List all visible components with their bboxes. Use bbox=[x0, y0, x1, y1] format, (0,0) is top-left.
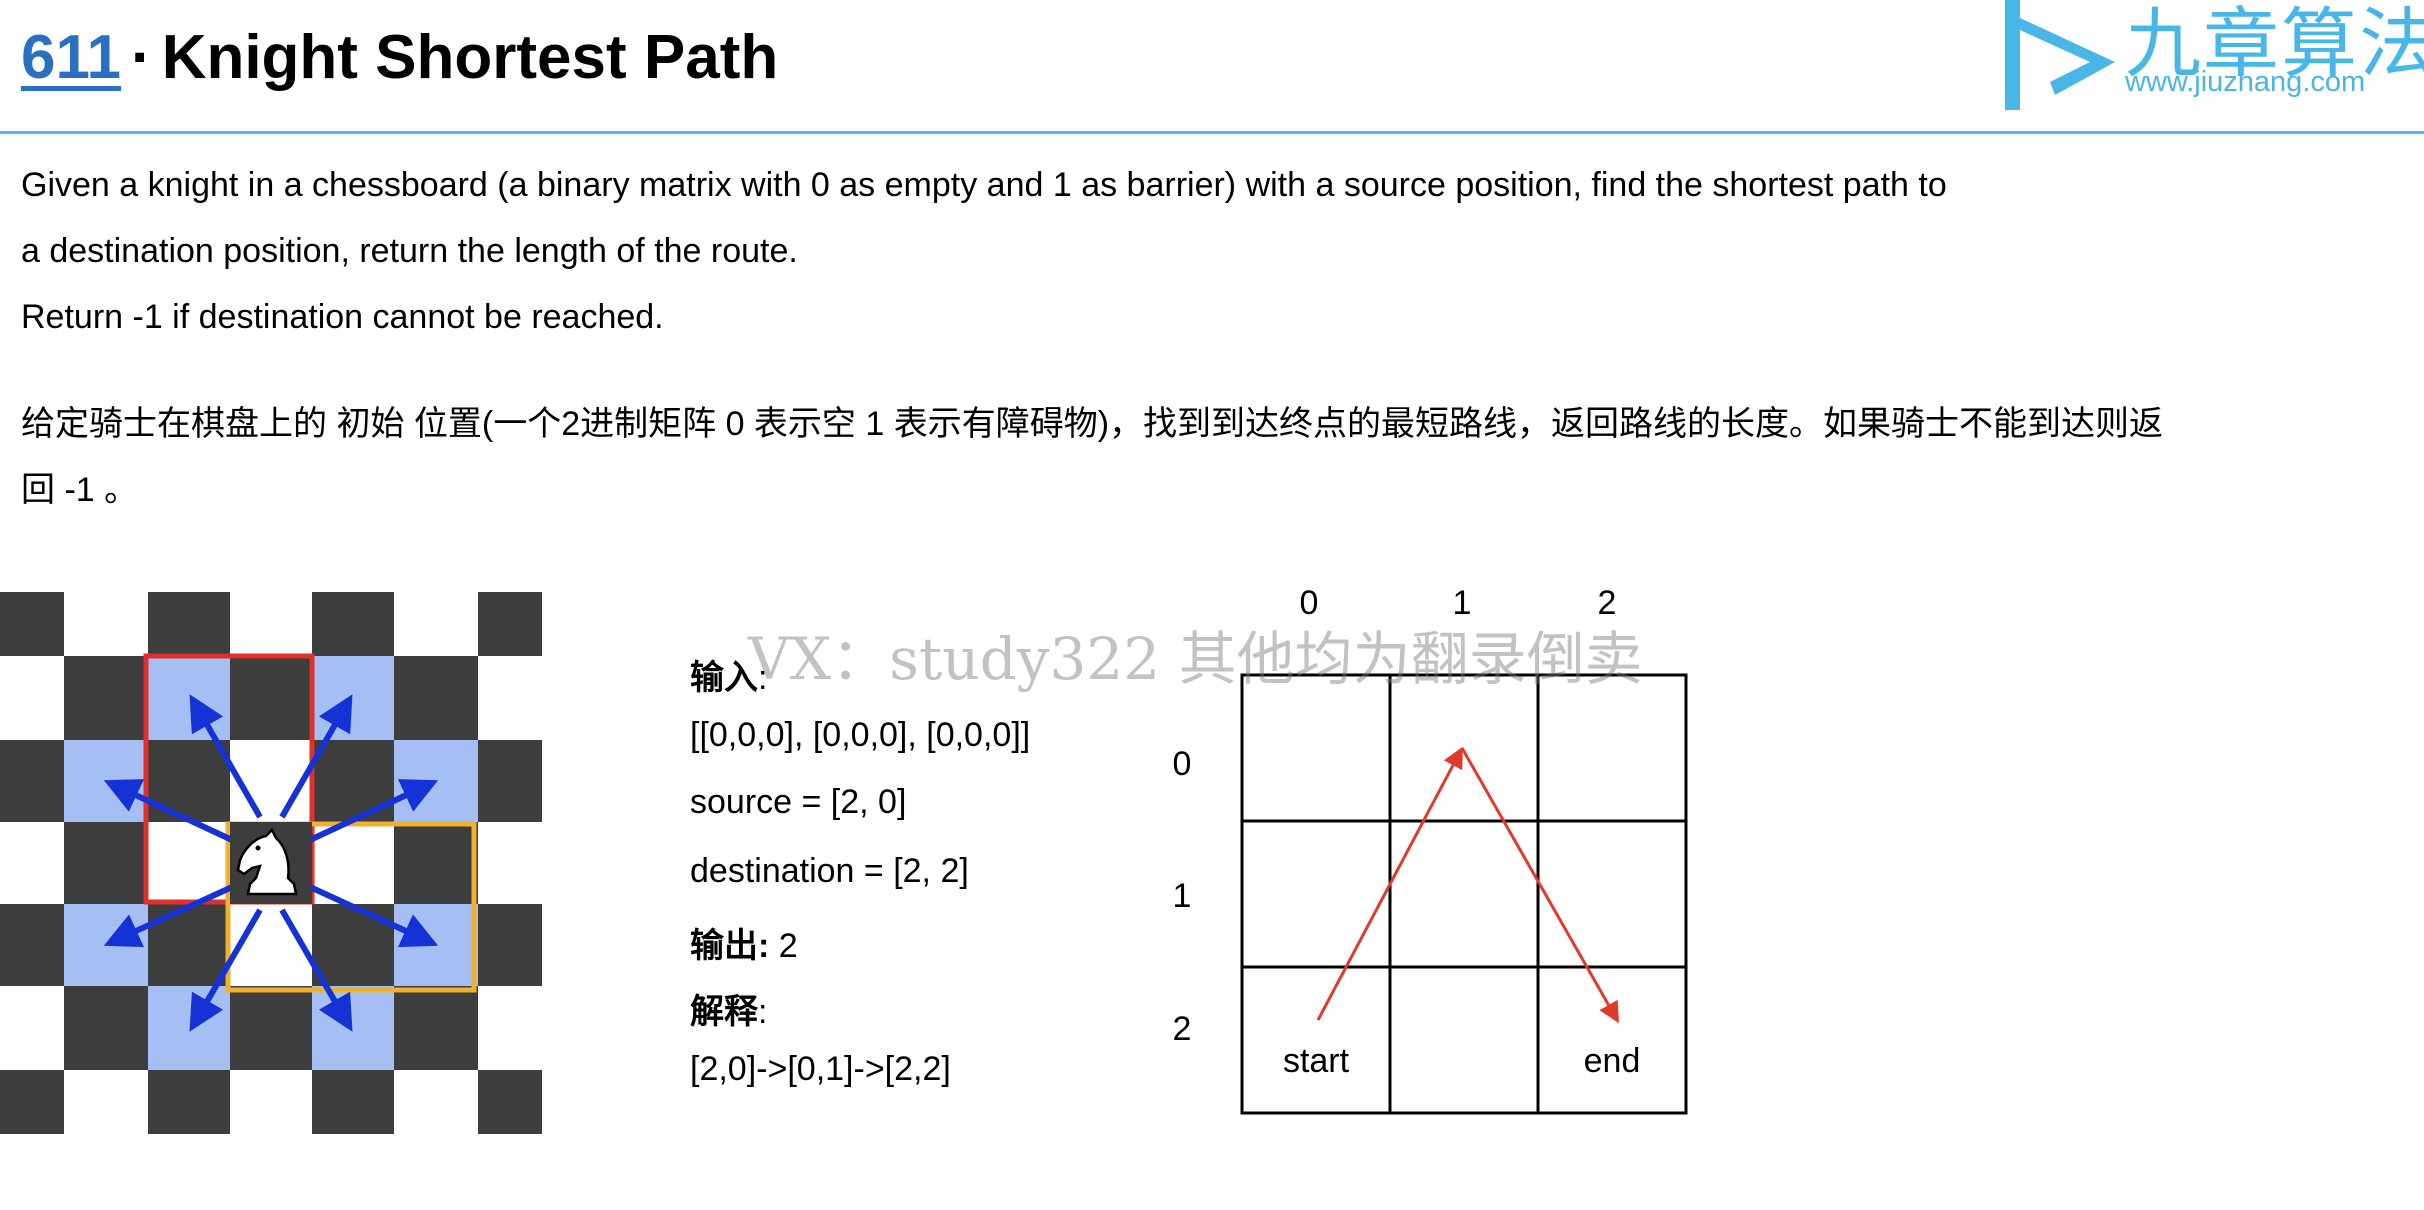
grid-lines bbox=[1240, 673, 1688, 1115]
chessboard-cell bbox=[0, 904, 64, 986]
description-en-line3: Return -1 if destination cannot be reach… bbox=[21, 298, 664, 336]
chessboard-cell bbox=[478, 592, 542, 656]
chessboard-cell bbox=[478, 740, 542, 822]
chessboard-cell bbox=[230, 592, 312, 656]
chessboard-cell bbox=[64, 904, 148, 986]
start-label: start bbox=[1283, 1042, 1350, 1080]
header-divider bbox=[0, 131, 2424, 134]
logo-name: 九章算法 bbox=[2125, 0, 2424, 88]
explanation-path: [2,0]->[0,1]->[2,2] bbox=[690, 1050, 951, 1088]
page-title: 611·Knight Shortest Path bbox=[21, 22, 778, 93]
description-en-line1: Given a knight in a chessboard (a binary… bbox=[21, 166, 1947, 204]
end-label: end bbox=[1584, 1042, 1641, 1080]
row-label-0: 0 bbox=[1173, 745, 1192, 783]
logo-url: www.jiuzhang.com bbox=[2125, 66, 2366, 98]
chessboard-cell bbox=[312, 986, 394, 1070]
chessboard-cell bbox=[0, 592, 64, 656]
knight-icon bbox=[230, 822, 312, 904]
chessboard-cell bbox=[394, 904, 478, 986]
chessboard-cell bbox=[312, 656, 394, 740]
chessboard-cell bbox=[64, 1070, 148, 1134]
col-label-0: 0 bbox=[1300, 584, 1319, 622]
chessboard-cell bbox=[478, 656, 542, 740]
chessboard-cell bbox=[312, 1070, 394, 1134]
chessboard-cell bbox=[0, 740, 64, 822]
chessboard-cell bbox=[478, 986, 542, 1070]
chessboard-cell bbox=[64, 986, 148, 1070]
chessboard-cell bbox=[0, 822, 64, 904]
knight-moves-chessboard bbox=[0, 592, 542, 1134]
logo-icon bbox=[2005, 0, 2115, 110]
chessboard-cell bbox=[394, 1070, 478, 1134]
chessboard-cell bbox=[64, 592, 148, 656]
path-grid-diagram: 0 1 2 0 1 2 start end bbox=[1173, 584, 1688, 1115]
explanation-label: 解释: bbox=[690, 993, 768, 1031]
chessboard-cell bbox=[478, 822, 542, 904]
chessboard-cell bbox=[148, 986, 230, 1070]
chessboard-cell bbox=[394, 822, 478, 904]
chessboard-cell bbox=[148, 904, 230, 986]
chessboard-cell bbox=[148, 1070, 230, 1134]
chessboard-cell bbox=[0, 986, 64, 1070]
chessboard-cell bbox=[148, 592, 230, 656]
col-label-1: 1 bbox=[1453, 584, 1472, 622]
chessboard-cell bbox=[394, 656, 478, 740]
chessboard-cell bbox=[64, 656, 148, 740]
chessboard-cell bbox=[230, 1070, 312, 1134]
chessboard-cell bbox=[312, 904, 394, 986]
chessboard-cell bbox=[230, 986, 312, 1070]
chessboard-cell bbox=[394, 592, 478, 656]
problem-title: Knight Shortest Path bbox=[161, 23, 779, 92]
knight-move-arrows bbox=[103, 694, 439, 1032]
chessboard-cell bbox=[64, 822, 148, 904]
chessboard-cell bbox=[394, 740, 478, 822]
chessboard-cell bbox=[230, 740, 312, 822]
jiuzhang-logo: 九章算法 www.jiuzhang.com bbox=[1980, 0, 2424, 115]
output-line: 输出: 2 bbox=[690, 927, 798, 965]
chessboard-cell bbox=[312, 592, 394, 656]
input-source: source = [2, 0] bbox=[690, 783, 907, 821]
chessboard-cell bbox=[478, 904, 542, 986]
description-cn-line1: 给定骑士在棋盘上的 初始 位置(一个2进制矩阵 0 表示空 1 表示有障碍物)，… bbox=[21, 405, 2164, 443]
row-label-2: 2 bbox=[1173, 1010, 1192, 1048]
watermark-text: VX：study322 其他均为翻录倒卖 bbox=[748, 625, 1643, 693]
chessboard-cell bbox=[148, 656, 230, 740]
input-destination: destination = [2, 2] bbox=[690, 852, 969, 890]
chessboard-cells bbox=[0, 592, 542, 1134]
chessboard-cell bbox=[230, 904, 312, 986]
input-matrix: [[0,0,0], [0,0,0], [0,0,0]] bbox=[690, 716, 1031, 754]
chessboard-cell bbox=[64, 740, 148, 822]
title-separator: · bbox=[131, 23, 152, 92]
path-arrows bbox=[1316, 746, 1619, 1024]
chessboard-cell bbox=[230, 656, 312, 740]
problem-number-link[interactable]: 611 bbox=[21, 23, 122, 92]
chessboard-cell bbox=[0, 1070, 64, 1134]
description-en-line2: a destination position, return the lengt… bbox=[21, 232, 798, 270]
description-cn-line2: 回 -1 。 bbox=[21, 471, 139, 509]
chessboard-cell bbox=[0, 656, 64, 740]
col-label-2: 2 bbox=[1598, 584, 1617, 622]
chessboard-cell bbox=[478, 1070, 542, 1134]
row-label-1: 1 bbox=[1173, 877, 1192, 915]
chessboard-cell bbox=[394, 986, 478, 1070]
input-label: 输入: bbox=[690, 659, 768, 697]
